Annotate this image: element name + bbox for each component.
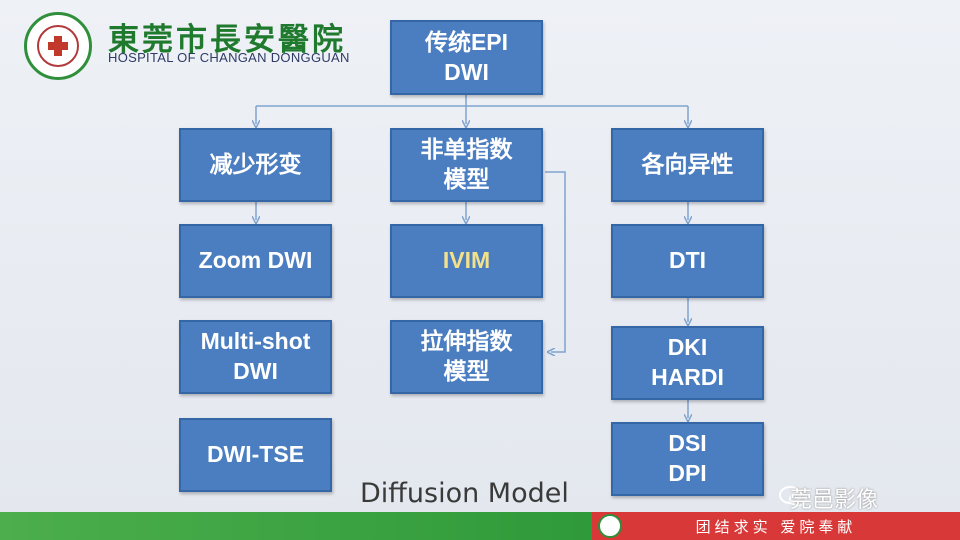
node-dki-hardi: DKI HARDI [611, 326, 764, 400]
node-dwi-tse: DWI-TSE [179, 418, 332, 492]
node-dsi-dpi: DSI DPI [611, 422, 764, 496]
logo-inner-ring [37, 25, 79, 67]
hospital-name-cn: 東莞市長安醫院 [108, 22, 346, 58]
footer-bar: 团结求实 爱院奉献 [0, 512, 960, 540]
node-stretched-exponential: 拉伸指数 模型 [390, 320, 543, 394]
hospital-logo [24, 12, 92, 80]
footer-green-band [0, 512, 592, 540]
connector-nonmono-stretched [545, 171, 566, 352]
node-reduce-distortion: 减少形变 [179, 128, 332, 202]
footer-logo-icon [598, 514, 622, 538]
medical-cross-icon [48, 36, 68, 56]
footer-slogan: 团结求实 爱院奉献 [592, 512, 960, 540]
node-anisotropy: 各向异性 [611, 128, 764, 202]
wechat-icon [779, 486, 807, 507]
node-dti: DTI [611, 224, 764, 298]
hospital-name-en: HOSPITAL OF CHANGAN DONGGUAN [108, 50, 350, 65]
node-ivim: IVIM [390, 224, 543, 298]
diagram-caption: Diffusion Model [360, 478, 569, 509]
node-non-mono-exponential: 非单指数 模型 [390, 128, 543, 202]
node-multi-shot-dwi: Multi-shot DWI [179, 320, 332, 394]
node-traditional-epi-dwi: 传统EPI DWI [390, 20, 543, 95]
account-watermark: 莞邑影像 [790, 488, 879, 513]
node-zoom-dwi: Zoom DWI [179, 224, 332, 298]
